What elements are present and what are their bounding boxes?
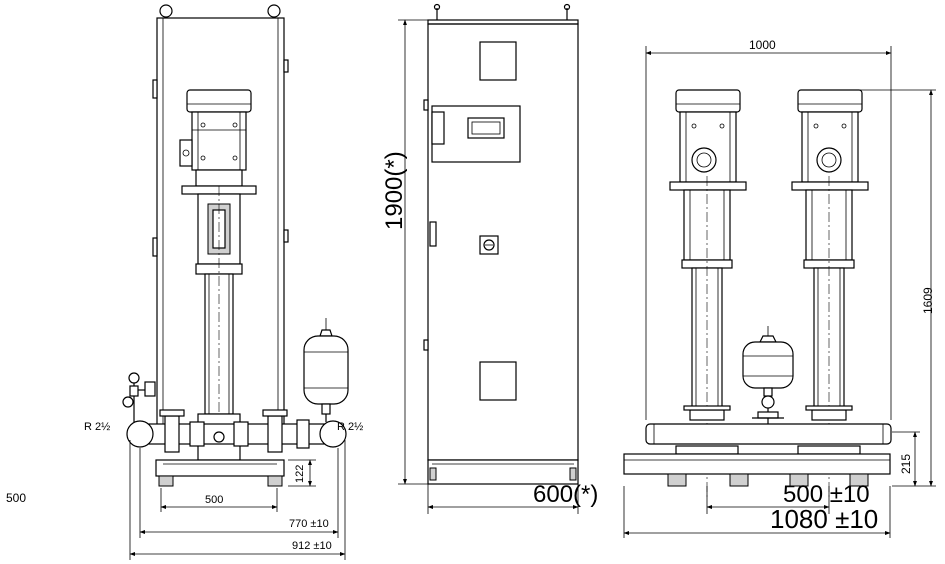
inlet-connection-label: R 2½ [84, 421, 110, 433]
dim-500-pm-label: 500 ±10 [783, 481, 870, 508]
pump-motor [179, 89, 257, 195]
dim-1609-label: 1609 [921, 287, 935, 314]
pressure-gauge-assembly [122, 372, 156, 422]
front-base-frame [623, 453, 891, 475]
front-expansion-tank [742, 326, 794, 424]
dim-1080-label: 1080 ±10 [770, 504, 878, 534]
dim-1900-label: 1900(*) [381, 151, 408, 230]
base-frame [155, 459, 285, 487]
display-screen [467, 117, 505, 139]
dim-500-label: 500 [205, 494, 223, 506]
outlet-connection-label: R 2½ [337, 421, 363, 433]
pump-column [195, 186, 243, 461]
dim-770-label: 770 ±10 [289, 518, 329, 530]
front-view: 1000 [623, 38, 936, 538]
dim-912-label: 912 ±10 [292, 540, 332, 552]
side-view-dimensions: 500 122 770 ±10 912 ±10 [129, 440, 346, 560]
cabinet-dimensions: 1900(*) 600(*) [381, 19, 598, 514]
dim-122-label: 122 [294, 465, 306, 483]
pump-unit-2 [791, 89, 869, 500]
expansion-tank [303, 318, 349, 422]
side-view: R 2½ R 2½ 500 122 770 ±10 912 ±10 [84, 4, 363, 560]
dim-1000-label: 1000 [749, 38, 776, 52]
control-cabinet-view: 1900(*) 600(*) [381, 3, 598, 514]
door-handle [429, 221, 437, 247]
stray-500-label: 500 [6, 491, 26, 505]
vent-bottom [479, 361, 517, 401]
dim-600-label: 600(*) [533, 481, 598, 508]
front-manifold [645, 423, 892, 445]
manifold [126, 409, 347, 453]
main-switch-knob-icon [483, 239, 495, 251]
front-view-dimensions: 1609 215 500 ±10 1080 ±10 [623, 89, 936, 538]
vent-top [479, 41, 517, 81]
dim-215-label: 215 [899, 454, 913, 474]
pump-unit-1 [669, 89, 747, 500]
